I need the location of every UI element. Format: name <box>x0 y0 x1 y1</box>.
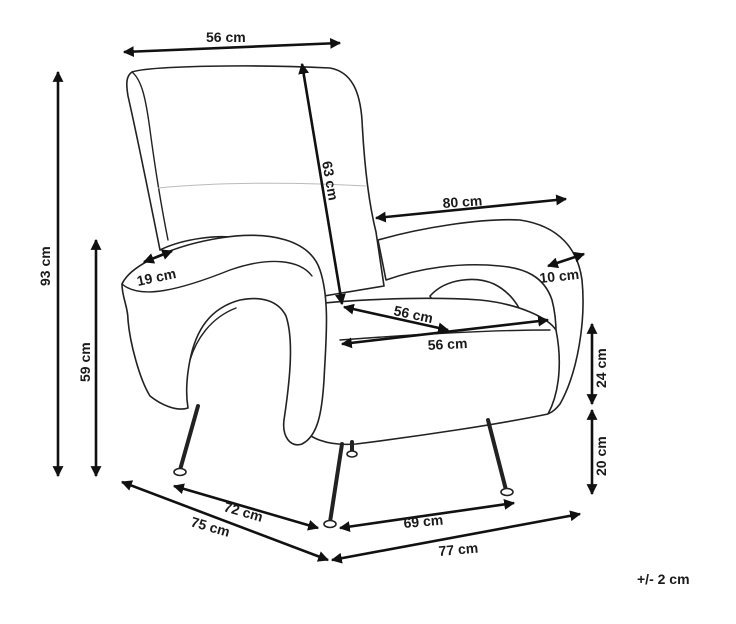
dim-line-arm-width <box>142 249 174 264</box>
dim-line-total-depth <box>120 480 330 562</box>
dim-line-seat-width <box>340 315 550 349</box>
label-seat-width: 56 cm <box>427 335 467 353</box>
chair-foot-back-left <box>346 450 358 458</box>
armchair-drawing <box>121 65 584 529</box>
chair-leg-back-right <box>486 418 508 492</box>
chair-foot-front-right <box>323 519 337 529</box>
label-arm-height: 59 cm <box>77 342 93 382</box>
label-total-width: 77 cm <box>438 540 479 559</box>
chair-foot-back-right <box>500 487 514 497</box>
dim-line-depth-top <box>374 194 568 223</box>
label-total-height: 93 cm <box>37 246 53 286</box>
chair-back-edge <box>131 71 169 241</box>
chair-left-arm <box>121 234 328 446</box>
dim-line-total-width <box>330 510 582 564</box>
label-top-width: 56 cm <box>206 29 246 45</box>
dim-line-arm-thickness <box>546 251 586 269</box>
label-arm-thickness: 10 cm <box>539 266 580 286</box>
label-leg-span-side: 72 cm <box>222 499 265 525</box>
chair-left-arm-inner <box>189 307 237 361</box>
label-leg-span-front: 69 cm <box>403 512 444 531</box>
dimension-lines <box>52 37 598 564</box>
dim-line-top-width <box>122 37 342 58</box>
label-total-depth: 75 cm <box>189 514 232 540</box>
label-leg-height: 20 cm <box>593 436 609 476</box>
label-back-height: 63 cm <box>319 160 342 202</box>
tolerance-note: +/- 2 cm <box>637 571 690 587</box>
chair-leg-front-left <box>178 404 200 472</box>
label-depth-top: 80 cm <box>442 192 483 211</box>
chair-foot-front-left <box>173 467 187 477</box>
chair-leg-front-right <box>328 442 344 524</box>
chair-left-arm-top-edge <box>121 260 313 293</box>
label-seat-thickness: 24 cm <box>593 348 609 388</box>
dim-line-back-height <box>298 62 346 306</box>
